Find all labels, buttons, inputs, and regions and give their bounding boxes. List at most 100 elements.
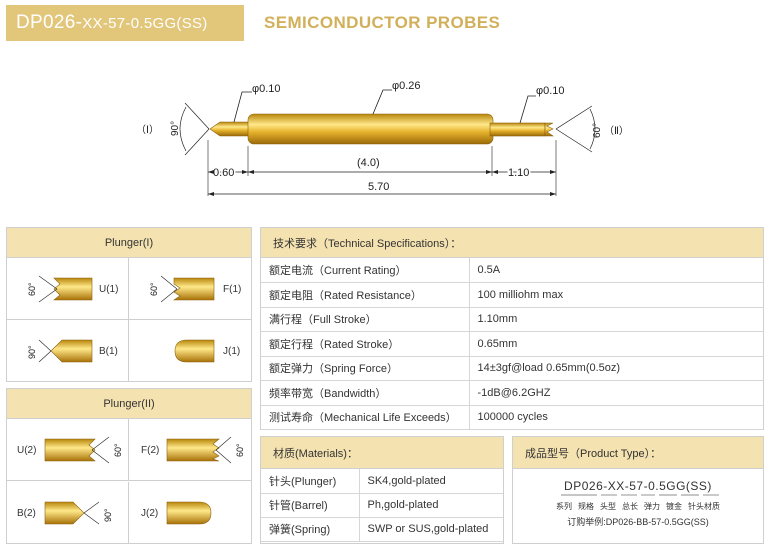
plunger-1-f: 60° F(1) xyxy=(129,258,251,320)
plunger-2-title: Plunger(II) xyxy=(7,389,251,419)
dim-d1: φ0.10 xyxy=(252,83,281,95)
materials-title: 材质(Materials)： xyxy=(261,437,503,469)
product-part-label: 系列 xyxy=(556,502,572,511)
material-key: 针管(Barrel) xyxy=(261,493,360,518)
left-plunger-tip xyxy=(209,121,251,137)
end-label-left: （Ⅰ） xyxy=(136,124,159,136)
spec-key: 频率带宽（Bandwidth） xyxy=(261,380,470,406)
product-example: 订购举例:DP026-BB-57-0.5GG(SS) xyxy=(567,517,709,527)
tip-f1-icon: 60° xyxy=(149,275,215,303)
len-total: 5.70 xyxy=(368,181,389,193)
spec-row: 测试寿命（Mechanical Life Exceeds）100000 cycl… xyxy=(261,405,763,430)
right-plunger-crown xyxy=(544,122,554,137)
plunger-1-u: 60° U(1) xyxy=(7,258,129,320)
model-title-rest: XX-57-0.5GG(SS) xyxy=(82,14,208,32)
plunger-1-j: J(1) xyxy=(129,320,251,382)
spec-key: 测试寿命（Mechanical Life Exceeds） xyxy=(261,405,470,430)
material-row: 针管(Barrel)Ph,gold-plated xyxy=(261,493,503,518)
tip-j1-icon xyxy=(174,339,215,363)
product-part-label: 弹力 xyxy=(644,502,660,511)
material-row: 弹簧(Spring)SWP or SUS,gold-plated xyxy=(261,517,503,542)
product-part-label: 针头材质 xyxy=(688,502,720,511)
material-value: SK4,gold-plated xyxy=(359,469,503,494)
j2-label: J(2) xyxy=(141,507,159,519)
b1-label: B(1) xyxy=(99,346,118,357)
product-code: DP026-XX-57-0.5GG(SS) xyxy=(564,479,712,493)
len-mid: (4.0) xyxy=(357,157,380,169)
end-label-right: （Ⅱ） xyxy=(604,125,629,137)
len-left: 0.60 xyxy=(213,167,234,179)
spec-value: 0.5A xyxy=(469,258,763,283)
u1-angle: 60° xyxy=(27,282,37,296)
angle-left: 90° xyxy=(170,121,181,136)
u2-angle: 60° xyxy=(113,443,123,457)
specs-title: 技术要求（Technical Specifications）： xyxy=(261,228,763,258)
product-code-underlines xyxy=(561,494,719,496)
len-right: 1.10 xyxy=(508,167,529,179)
model-title: DP026-XX-57-0.5GG(SS) xyxy=(6,5,244,41)
product-part-label: 头型 xyxy=(600,502,616,511)
spec-value: 1.10mm xyxy=(469,307,763,332)
plunger-2-u: 60° U(2) xyxy=(7,419,129,481)
plunger-1-b: 90° B(1) xyxy=(7,320,129,382)
material-key: 弹簧(Spring) xyxy=(261,517,360,542)
plunger-2-b: 90° B(2) xyxy=(7,481,129,544)
material-key: 针头(Plunger) xyxy=(261,469,360,494)
product-code-parts: 系列规格头型总长弹力镀金针头材质 xyxy=(513,501,763,512)
spec-row: 额定电流（Current Rating）0.5A xyxy=(261,258,763,283)
specs-panel: 技术要求（Technical Specifications）： 额定电流（Cur… xyxy=(260,227,764,430)
spec-key: 额定弹力（Spring Force） xyxy=(261,356,470,381)
f1-angle: 60° xyxy=(149,282,159,296)
plunger-2-f: 60° F(2) xyxy=(129,419,251,481)
spec-row: 额定弹力（Spring Force）14±3gf@load 0.65mm(0.5… xyxy=(261,356,763,381)
material-value: Ph,gold-plated xyxy=(359,493,503,518)
right-plunger xyxy=(489,122,546,137)
spec-value: 100000 cycles xyxy=(469,405,763,430)
product-title: 成品型号（Product Type）： xyxy=(513,437,763,469)
j1-label: J(1) xyxy=(223,346,241,357)
b1-angle: 90° xyxy=(27,345,37,359)
spec-value: 0.65mm xyxy=(469,331,763,357)
product-panel: 成品型号（Product Type）： DP026-XX-57-0.5GG(SS… xyxy=(512,436,764,544)
tip-f2-icon: 60° xyxy=(166,436,245,464)
plunger-1-title: Plunger(I) xyxy=(7,228,251,258)
spec-row: 满行程（Full Stroke）1.10mm xyxy=(261,307,763,332)
tip-u1-icon: 60° xyxy=(27,275,93,303)
product-part-label: 镀金 xyxy=(666,502,682,511)
model-title-main: DP026- xyxy=(16,12,83,33)
spec-row: 额定行程（Rated Stroke）0.65mm xyxy=(261,331,763,357)
plunger-2-j: J(2) xyxy=(129,482,251,544)
angle-right: 60° xyxy=(592,123,603,138)
f2-label: F(2) xyxy=(141,445,160,456)
b2-angle: 90° xyxy=(103,507,113,521)
dim-d3: φ0.10 xyxy=(536,85,565,97)
spec-key: 满行程（Full Stroke） xyxy=(261,307,470,332)
spec-key: 额定电阻（Rated Resistance） xyxy=(261,282,470,308)
plunger-2-panel: Plunger(II) 60° U(2) 60° F(2) xyxy=(6,388,252,544)
materials-panel: 材质(Materials)： 针头(Plunger)SK4,gold-plate… xyxy=(260,436,504,544)
f2-angle: 60° xyxy=(235,443,245,457)
spec-row: 频率带宽（Bandwidth）-1dB@6.2GHZ xyxy=(261,380,763,406)
u1-label: U(1) xyxy=(99,284,119,295)
spec-key: 额定行程（Rated Stroke） xyxy=(261,331,470,357)
spec-value: -1dB@6.2GHZ xyxy=(469,380,763,406)
f1-label: F(1) xyxy=(223,284,242,295)
u2-label: U(2) xyxy=(17,445,37,456)
product-part-label: 规格 xyxy=(578,502,594,511)
probe-drawing: φ0.10 φ0.26 φ0.10 90° （Ⅰ） 60° （Ⅱ） 0.60 (… xyxy=(136,80,629,196)
barrel xyxy=(247,113,494,145)
tip-b1-icon: 90° xyxy=(27,339,93,363)
b2-label: B(2) xyxy=(17,507,36,519)
material-row: 针头(Plunger)SK4,gold-plated xyxy=(261,469,503,494)
tip-j2-icon xyxy=(166,501,212,524)
page-subtitle: SEMICONDUCTOR PROBES xyxy=(264,13,501,32)
tip-u2-icon: 60° xyxy=(44,436,123,464)
spec-value: 14±3gf@load 0.65mm(0.5oz) xyxy=(469,356,763,381)
tip-b2-icon: 90° xyxy=(44,501,113,524)
material-value: SWP or SUS,gold-plated xyxy=(359,517,503,542)
spec-key: 额定电流（Current Rating） xyxy=(261,258,470,283)
product-part-label: 总长 xyxy=(622,502,638,511)
plunger-1-panel: Plunger(I) 60° U(1) 60° F(1) xyxy=(6,227,252,382)
